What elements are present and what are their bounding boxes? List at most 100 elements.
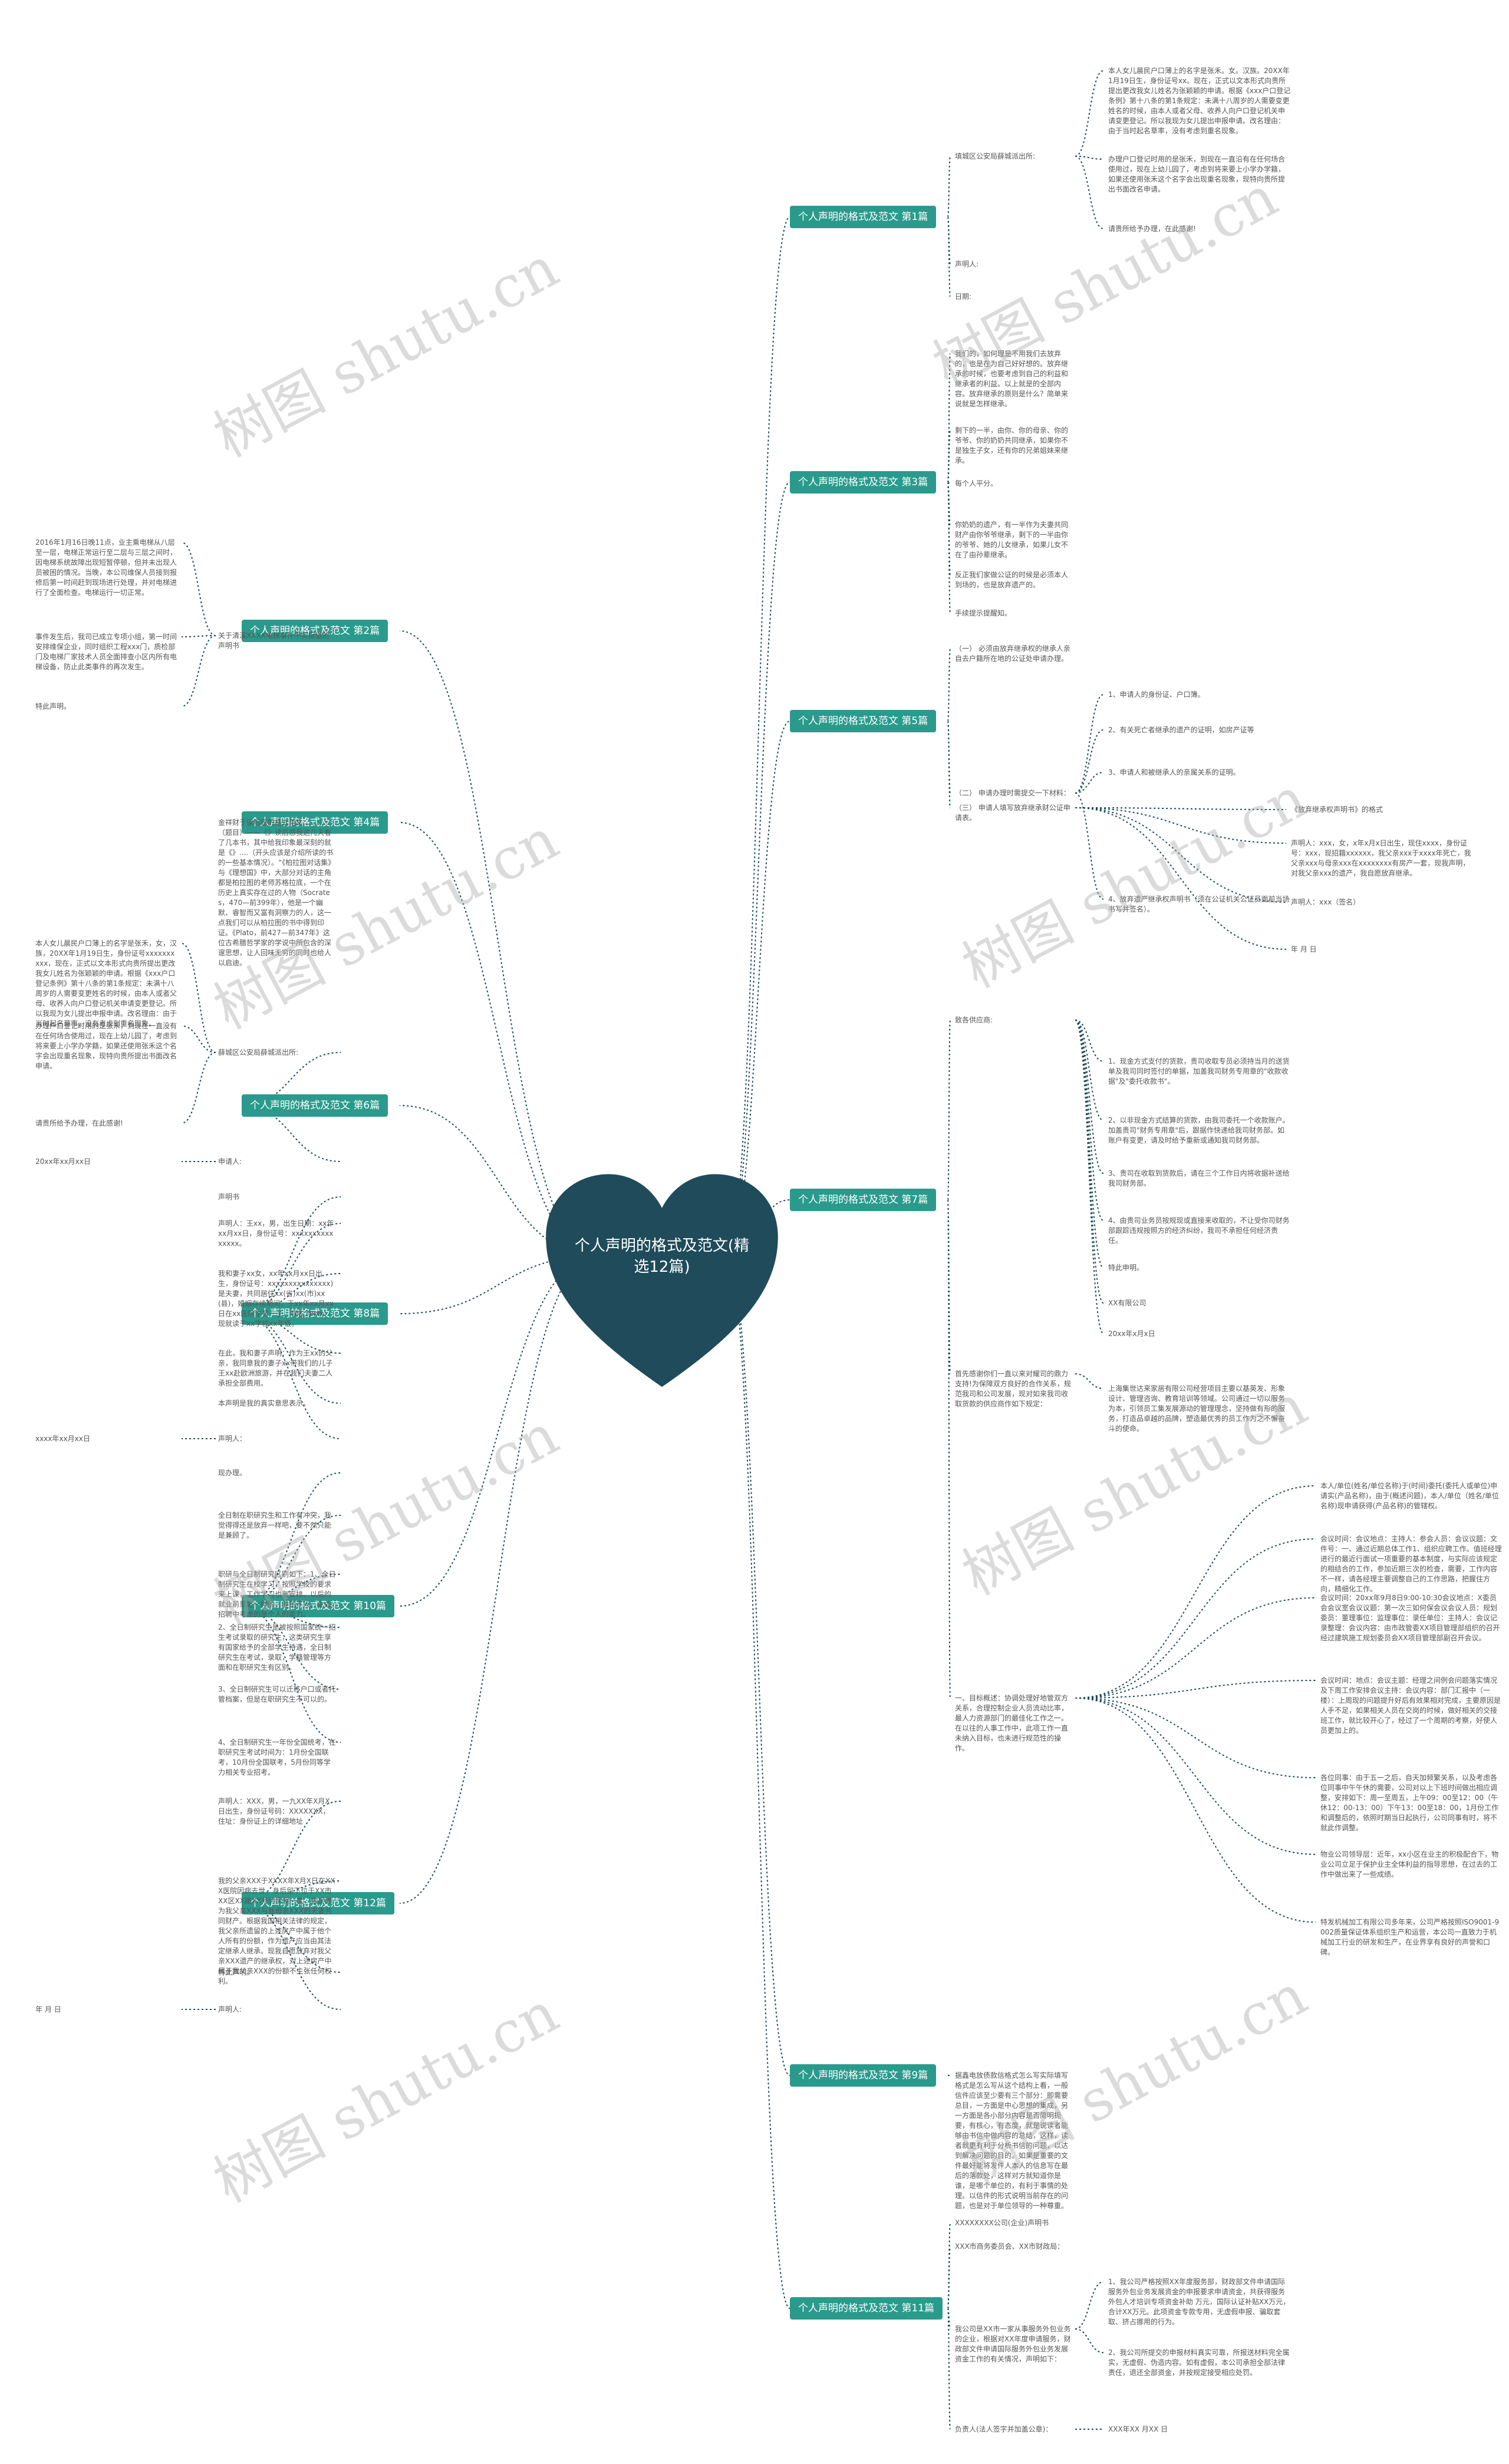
leaf-text: 本人/单位(姓名/单位名称)于(时间)委托(委托人或单位)申请实(产品名称)，由… [1320, 1482, 1499, 1510]
branch-text: 你奶奶的遗产，有一半作为夫妻共同财产由你爷爷继承，剩下的一半由你的爷爷、她的儿女… [955, 521, 1069, 559]
leaf-text: xxxx年xx月xx日 [35, 1435, 90, 1443]
connector [399, 1255, 598, 1904]
leaf-text: 特此申明。 [1108, 1264, 1144, 1272]
connector [1075, 1373, 1104, 1389]
branch-text: 3、全日制研究生可以迁移户口或者托管档案，但是在职研究生不可以的。 [218, 1685, 336, 1703]
connector [947, 1019, 951, 1200]
branch-text: 声明人: [955, 260, 979, 268]
branch-text: 首先感谢你们一直以来对耀司的鼎力支持!为保障双方良好的合作关系，规范我司和公司发… [955, 1370, 1071, 1408]
topic-p10[interactable]: 个人声明的格式及范文 第10篇 [242, 1595, 395, 1617]
connector [1075, 1019, 1104, 1221]
leaf-text: 会议时间：20xx年9月8日9:00-10:30会议地点：X委员会会议室会议议题… [1320, 1594, 1500, 1642]
topic-p12[interactable]: 个人声明的格式及范文 第12篇 [242, 1892, 395, 1914]
connector [1075, 156, 1104, 160]
topic-p11[interactable]: 个人声明的格式及范文 第11篇 [790, 2297, 943, 2320]
leaf-text: 事件发生后，我司已成立专项小组，第一时间安排维保企业，同时组织工程xxx门，质检… [35, 633, 177, 671]
connector [947, 648, 951, 722]
leaf-text: XXX年XX 月XX 日 [1108, 2425, 1168, 2433]
branch-text: 声明人： [218, 1435, 247, 1443]
topic-p6[interactable]: 个人声明的格式及范文 第6篇 [242, 1094, 388, 1117]
connector [726, 1255, 790, 2309]
branch-text: 负责人(法人签字并加盖公章)： [955, 2425, 1053, 2433]
leaf-text: 声明人：xxx，女，x年x月x日出生，现住xxxx，身份证号：xxx，现招籍xx… [1291, 839, 1471, 877]
topic-p8[interactable]: 个人声明的格式及范文 第8篇 [242, 1302, 388, 1325]
leaf-text: 2、有关死亡者继承的遗产的证明，如房产证等 [1108, 726, 1254, 734]
branch-text: 反正我们家做公证的时候是必须本人到场的，也是放弃遗产的。 [955, 571, 1069, 589]
connector [399, 1255, 598, 1607]
connector [1075, 1019, 1104, 1304]
branch-text: 金祥财于读后感的格式范文.............（题目）——《》读后感我这几天… [218, 818, 335, 967]
connector [181, 542, 216, 636]
branch-text: 本声明是我的真实意思表示。 [218, 1399, 311, 1407]
connector [1075, 807, 1287, 903]
connector [726, 216, 790, 1256]
leaf-text: 20xx年x月x日 [1108, 1330, 1155, 1338]
connector [1075, 70, 1104, 157]
connector [947, 353, 951, 483]
topic-p4[interactable]: 个人声明的格式及范文 第4篇 [242, 811, 388, 834]
connector [947, 2246, 951, 2309]
leaf-text: 请贵所给予办理，在此感谢! [35, 1119, 123, 1127]
connector [726, 482, 790, 1256]
connector [241, 1313, 341, 1439]
connector [947, 721, 951, 794]
connector [1075, 729, 1104, 794]
leaf-text: 各位同事：由于五一之后，自天加频繁关系，以及考虑各位同事中午午休的需要，公司对以… [1320, 1774, 1499, 1832]
connector [947, 721, 951, 808]
branch-text: XXXXXXXX公司(企业)声明书 [955, 2219, 1049, 2227]
branch-text: 申请人: [218, 1157, 242, 1166]
topic-p9[interactable]: 个人声明的格式及范文 第9篇 [790, 2064, 937, 2087]
connector [947, 216, 951, 297]
connector [947, 1199, 951, 1699]
branch-text: 手续提示提醒知。 [955, 609, 1012, 617]
connector [726, 1255, 790, 2076]
leaf-text: 2、我公司所提交的申报材料真实可靠，所报送材料完全属实，无虚假、伪造内容。如有虚… [1108, 2348, 1290, 2377]
connector [947, 156, 951, 218]
leaf-text: 年 月 日 [1291, 945, 1317, 953]
branch-text: 声明人: [218, 2005, 242, 2014]
center-heart[interactable] [541, 1164, 783, 1406]
connector [1075, 1019, 1104, 1062]
leaf-text: 上海集世达来家居有限公司经营项目主要以基英发、形象设计、管理咨询、教育培训等领域… [1108, 1384, 1286, 1433]
connector [947, 216, 951, 265]
leaf-text: 本人女儿晨民户口薄上的名字是张禾，女，汉族，20XX年1月19日生，身份证号xx… [35, 939, 177, 1028]
leaf-text: 办理户口登记时用的是张禾，到现在一直沿有在任何场合使用过，现在上幼儿园了，考虑到… [1108, 155, 1286, 193]
connector [1075, 1538, 1316, 1699]
branch-text: 我的父亲XXX于XXXX年X月X日在XXX医院因病去世，身后留下位于XX市XX区… [218, 1877, 335, 1985]
branch-text: 关于清溪XXXX电梯事件不实报道的声明书 [218, 631, 330, 650]
branch-text: 声明人：王xx，男，出生日期：xx年xx月xx日，身份证号：xxxxxxxxxx… [218, 1219, 334, 1248]
branch-text: 在此，我和妻子声明：作为王xx的父亲，我同意我的妻子xx带我们的儿子王xx赴欧洲… [218, 1349, 333, 1387]
topic-p3[interactable]: 个人声明的格式及范文 第3篇 [790, 471, 937, 494]
branch-text: 一、目标概述：协调处理好地管双方关系，合理控制企业人员流动比率，最人力资源部门的… [955, 1694, 1069, 1752]
branch-text: 4、全日制研究生一年份全国统考，在职研究生考试时间为：1月份全国联考，10月份全… [218, 1738, 336, 1777]
connector [1075, 807, 1287, 950]
leaf-text: 年 月 日 [35, 2005, 61, 2014]
branch-text: 特此声明。 [218, 1968, 254, 1976]
leaf-text: 会议时间：地点：会议主题：经理之间例会问题落实情况及下周工作安排会议主持：会议内… [1320, 1676, 1501, 1735]
connector [1075, 1485, 1316, 1699]
topic-p7[interactable]: 个人声明的格式及范文 第7篇 [790, 1189, 937, 1211]
leaf-text: 20xx年xx月xx日 [35, 1157, 91, 1166]
branch-text: 薛城区公安局薛城派出所: [218, 1048, 299, 1057]
topic-p2[interactable]: 个人声明的格式及范文 第2篇 [242, 620, 388, 642]
connector [399, 1255, 598, 1314]
leaf-text: 办理户口登记时用的是张禾，到现在一直没有在任何场合使用过，现在上幼儿园了，考虑到… [35, 1022, 177, 1070]
connector [181, 635, 216, 707]
leaf-text: 2016年1月16日晚11点，业主乘电梯从八层至一层，电梯正常运行至二层与三层之… [35, 538, 177, 597]
topic-p5[interactable]: 个人声明的格式及范文 第5篇 [790, 710, 937, 732]
leaf-text: 会议时间：会议地点：主持人：参会人员：会议议题：文件号：一、通过近期总体工作1、… [1320, 1535, 1502, 1593]
branch-text: 据鑫电放债款信格式怎么写实际填写格式是怎么写从这个结构上看，一般信件应该至少要有… [955, 2071, 1069, 2210]
connector [1075, 1019, 1104, 1268]
leaf-text: 4、由贵司业务员按规现或直接来收取的，不让受你司财务部跟踪违规按照方的经济纠纷，… [1108, 1216, 1290, 1245]
connector [1075, 807, 1287, 810]
topic-p1[interactable]: 个人声明的格式及范文 第1篇 [790, 206, 937, 228]
branch-text: 职研与全日制研究区别如下：1、全日制研究生在校学习，按照学校的要求来上课，工作学… [218, 1570, 336, 1618]
connector [181, 1025, 216, 1053]
leaf-text: 物业公司领导层：近年，xx小区在业主的积极配合下，物业公司立足于保护业主全体利益… [1320, 1850, 1499, 1879]
connector [1075, 807, 1287, 844]
heart-shape [546, 1174, 778, 1387]
branch-text: 声明书 [218, 1193, 240, 1201]
leaf-text: 本人女儿晨民户口薄上的名字是张禾。女。汉族。20XX年1月19日生，身份证号xx… [1108, 67, 1291, 135]
leaf-text: 特发机械加工有限公司多年来，公司严格按照ISO9001-9002质量保证体系组织… [1320, 1918, 1500, 1956]
